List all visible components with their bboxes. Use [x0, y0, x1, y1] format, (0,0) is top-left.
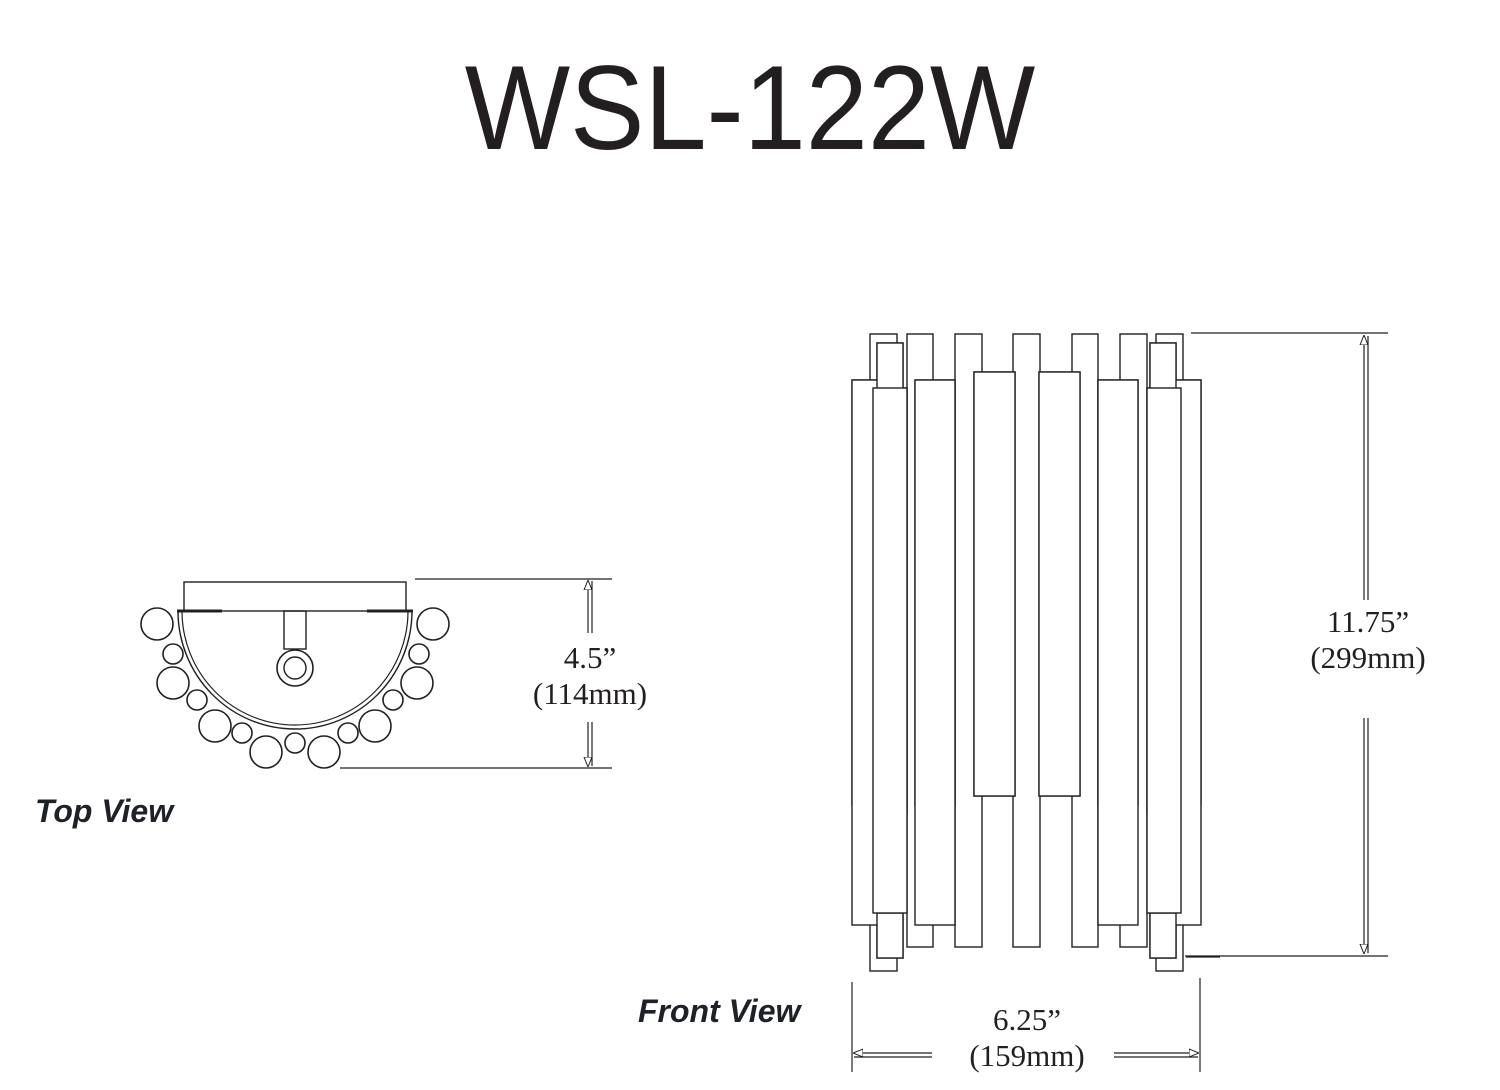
top-view-label: Top View — [35, 793, 174, 829]
front-view-long-bars — [851, 342, 1202, 959]
model-title: WSL-122W — [464, 41, 1036, 175]
top-view-dimension-metric: (114mm) — [532, 676, 648, 711]
top-view-dimension — [340, 578, 612, 769]
front-view-width-dimension — [851, 956, 1220, 1072]
front-view-height-dimension — [1185, 332, 1388, 957]
front-view-width-imperial: 6.25” — [992, 1002, 1061, 1037]
top-view-dimension-imperial: 4.5” — [563, 640, 617, 675]
top-view-drawing — [140, 581, 450, 769]
front-view-height-imperial: 11.75” — [1326, 604, 1410, 639]
top-view-dimension-label: 4.5” (114mm) — [520, 640, 660, 712]
front-view-height-metric: (299mm) — [1310, 640, 1426, 675]
front-view-label: Front View — [638, 993, 801, 1029]
front-view-height-label: 11.75” (299mm) — [1296, 604, 1440, 676]
front-view-width-metric: (159mm) — [969, 1038, 1085, 1073]
front-view-width-label: 6.25” (159mm) — [952, 1002, 1102, 1074]
